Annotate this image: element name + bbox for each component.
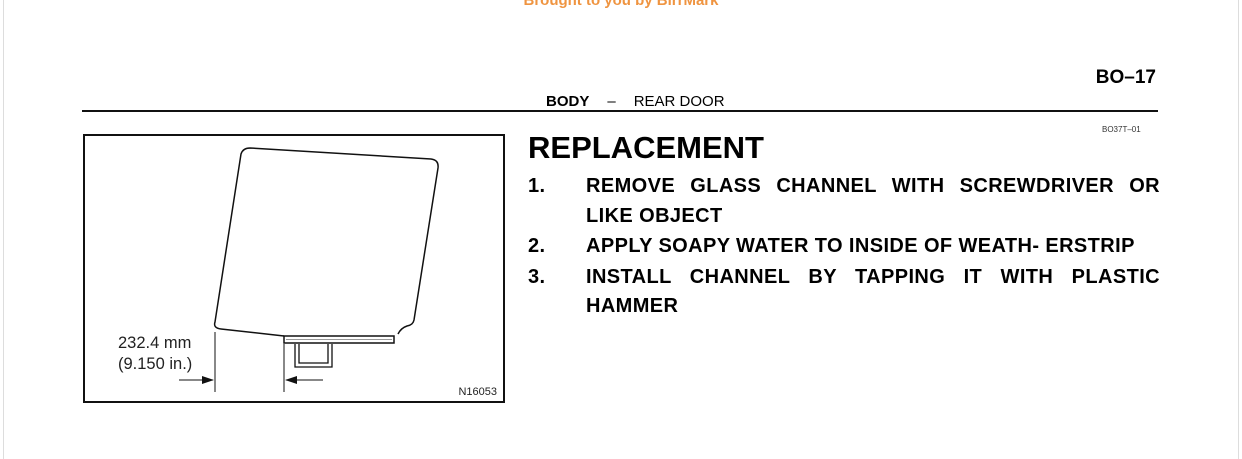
subsection-name: REAR DOOR [633, 93, 725, 110]
dimension-mm: 232.4 mm [118, 334, 192, 352]
arrow-right-icon [202, 376, 214, 384]
doc-code: BO37T–01 [1102, 125, 1141, 134]
dimension-inches: (9.150 in.) [118, 355, 193, 373]
step-number: 1. [528, 175, 546, 197]
step-item: 1. REMOVE GLASS CHANNEL WITH SCREWDRIVER … [528, 172, 1160, 231]
section-header: BODY–REAR DOOR [546, 93, 725, 110]
door-glass-drawing [179, 147, 439, 392]
steps-list: 1. REMOVE GLASS CHANNEL WITH SCREWDRIVER … [528, 172, 1160, 323]
door-glass-figure: 232.4 mm (9.150 in.) N16053 [83, 134, 505, 403]
page-edge-right [1238, 0, 1239, 459]
watermark: Brought to you by BirrMark [523, 0, 719, 9]
header-separator: – [607, 93, 616, 110]
channel-bracket [294, 344, 333, 368]
page-edge-left [3, 0, 4, 459]
step-text: REMOVE GLASS CHANNEL WITH SCREWDRIVER OR… [586, 175, 1160, 227]
header-rule [82, 110, 1158, 112]
section-name: BODY [546, 93, 590, 110]
step-item: 2. APPLY SOAPY WATER TO INSIDE OF WEATH- … [528, 232, 1160, 262]
step-number: 3. [528, 265, 546, 288]
arrow-left-icon [285, 376, 297, 384]
figure-id: N16053 [458, 386, 497, 398]
step-number: 2. [528, 235, 546, 257]
procedure-title: REPLACEMENT [528, 130, 764, 165]
door-glass-outline [213, 147, 439, 337]
page-number: BO–17 [1095, 67, 1156, 88]
step-text: APPLY SOAPY WATER TO INSIDE OF WEATH- ER… [586, 235, 1135, 257]
step-text: INSTALL CHANNEL BY TAPPING IT WITH PLAST… [586, 265, 1160, 318]
step-item: 3. INSTALL CHANNEL BY TAPPING IT WITH PLA… [528, 263, 1160, 322]
